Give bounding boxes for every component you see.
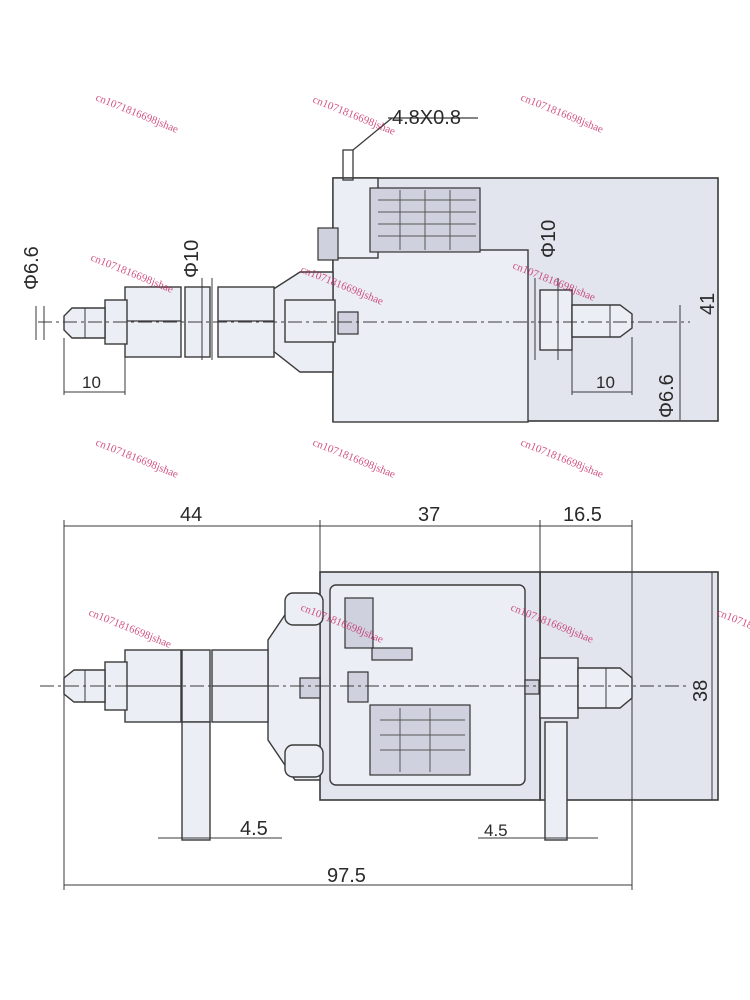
top-height-label: 41 xyxy=(697,293,719,315)
bottom-right-outlet-base xyxy=(539,657,579,719)
right-outer-diameter-label: Φ6.6 xyxy=(656,374,678,418)
bottom-right-bracket xyxy=(544,721,568,841)
top-view xyxy=(35,117,719,423)
left-bracket-label: 4.5 xyxy=(240,818,268,840)
middle-segment-label: 37 xyxy=(418,504,440,526)
left-outer-diameter-label: Φ6.6 xyxy=(21,246,43,290)
bottom-height-label: 38 xyxy=(690,680,712,702)
left-nozzle-length-label: 10 xyxy=(82,373,101,392)
right-bracket-label: 4.5 xyxy=(484,821,508,840)
total-length-label: 97.5 xyxy=(327,865,366,887)
right-segment-label: 16.5 xyxy=(563,504,602,526)
bottom-right-nozzle xyxy=(577,667,633,709)
watermark-text: cn1071816698jshae xyxy=(311,437,397,481)
bottom-view xyxy=(40,520,719,890)
watermark-text: cn1071816698jshae xyxy=(519,437,605,481)
top-right-outlet-base xyxy=(539,289,573,351)
watermark-text: cn1071816698jshae xyxy=(87,607,173,651)
watermark-text: cn1071816698jshae xyxy=(94,92,180,136)
top-coil-block xyxy=(332,249,529,423)
right-inner-diameter-label: Φ10 xyxy=(538,220,560,258)
top-side-tab xyxy=(317,227,339,261)
watermark-text: cn1071816698jshae xyxy=(715,607,750,651)
left-inner-diameter-label: Φ10 xyxy=(181,240,203,278)
bottom-connector xyxy=(369,704,471,776)
watermark-text: cn1071816698jshae xyxy=(94,437,180,481)
right-nozzle-length-label: 10 xyxy=(596,373,615,392)
watermark-text: cn1071816698jshae xyxy=(311,94,397,138)
top-right-nozzle xyxy=(571,304,633,338)
left-segment-label: 44 xyxy=(180,504,202,526)
watermark-text: cn1071816698jshae xyxy=(519,92,605,136)
terminal-size-label: 4.8X0.8 xyxy=(392,107,461,129)
bottom-left-bracket xyxy=(181,721,211,841)
top-terminal-pin xyxy=(342,149,354,181)
